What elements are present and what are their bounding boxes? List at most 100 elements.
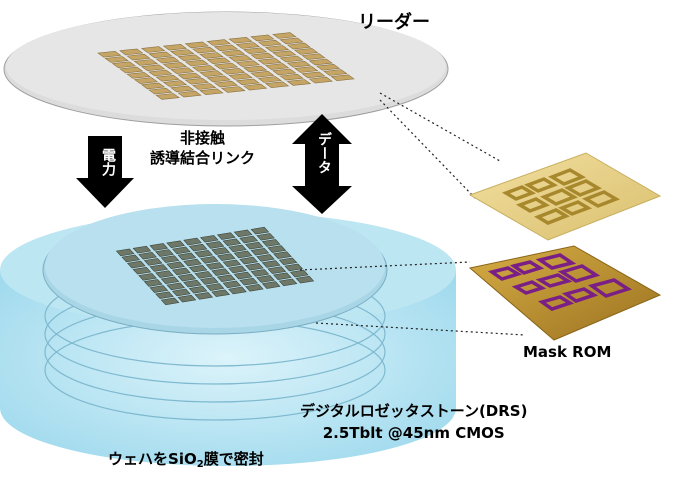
reader-chip — [213, 80, 239, 88]
wafer-chip — [155, 291, 174, 299]
wafer-chip — [155, 270, 174, 278]
wafer-chip — [160, 276, 180, 285]
wafer-chip — [211, 289, 231, 297]
wafer-chip — [194, 249, 214, 258]
reader-chip — [308, 58, 333, 66]
wafer-chip — [188, 243, 208, 252]
wafer-chip — [200, 256, 219, 264]
wafer-chip — [188, 285, 208, 294]
wafer-chip — [211, 247, 230, 255]
wafer-chip — [121, 254, 141, 263]
wafer-chip — [138, 273, 157, 281]
wafer-chip — [171, 246, 191, 255]
wafer-chip — [155, 249, 174, 257]
reader-chip — [213, 62, 239, 70]
reader-label: リーダー — [358, 12, 430, 33]
wafer-chip — [216, 274, 236, 283]
wafer-chip — [166, 240, 185, 249]
coil-chip-zoom — [468, 152, 662, 241]
wafer-chip — [143, 279, 163, 287]
wafer-chip — [256, 275, 275, 283]
wafer-chip — [160, 255, 180, 263]
reader-chip — [206, 75, 231, 83]
wafer-chip — [222, 280, 242, 289]
reader-chip — [301, 53, 326, 60]
reader-chip — [199, 70, 224, 77]
wafer-chip — [289, 269, 309, 278]
reader-chip — [155, 74, 180, 82]
reader-chip — [140, 64, 166, 72]
wafer-chip — [171, 267, 191, 276]
reader-chip — [279, 55, 304, 63]
reader-chip — [133, 59, 159, 66]
wafer-chip — [166, 261, 185, 270]
wafer-chip — [245, 241, 264, 250]
reader-chip — [235, 78, 261, 86]
reader-chip — [264, 63, 290, 70]
wafer-chip — [194, 271, 214, 279]
reader-chip — [170, 49, 195, 56]
drs-label-line2: 2.5Tblt @45nm CMOS — [322, 424, 505, 442]
reader-chip — [177, 90, 202, 98]
wafer-chip — [183, 279, 202, 288]
reader-chip-grid — [97, 32, 355, 100]
reader-chip — [206, 57, 231, 65]
wafer-chip — [222, 259, 242, 268]
reader-chip — [97, 50, 122, 58]
reader-chip — [170, 67, 195, 74]
reader-chip — [250, 34, 275, 42]
wafer-chip — [143, 258, 163, 266]
reader-chip — [272, 68, 297, 76]
wafer-chip — [199, 235, 219, 243]
seal-si: SiO — [168, 450, 197, 468]
wafer-chip — [239, 277, 259, 286]
reader-chip — [140, 82, 166, 90]
wafer-chip — [149, 264, 169, 272]
reader-chip — [148, 69, 173, 77]
wafer-chip — [205, 283, 225, 291]
wafer-chip — [233, 250, 253, 259]
power-arrow — [76, 136, 134, 208]
data-arrow — [292, 114, 352, 214]
reader-chip — [279, 37, 304, 45]
reader-chip — [148, 51, 173, 59]
reader-chip — [213, 44, 239, 52]
wafer-chip — [166, 282, 185, 291]
wafer-chip — [222, 238, 242, 247]
wafer-chip — [250, 247, 270, 256]
reader-chip — [308, 76, 333, 84]
reader-chip — [286, 42, 312, 50]
wafer-chip — [245, 262, 264, 271]
wafer-chip — [132, 266, 152, 275]
reader-chip — [191, 65, 217, 72]
wafer-chip — [284, 263, 304, 272]
reader-chip — [257, 39, 282, 47]
mask-rom-label: Mask ROM — [523, 343, 612, 361]
wafer-chip — [233, 271, 253, 280]
wafer-chip — [149, 243, 169, 251]
wafer-chip — [245, 283, 264, 292]
wafer-chip — [273, 272, 292, 281]
reader-chip — [221, 49, 246, 57]
reader-chip — [235, 60, 261, 67]
reader-chip — [184, 59, 210, 67]
reader-chip — [228, 55, 253, 62]
drs-label: デジタルロゼッタストーン(DRS) 2.5Tblt @45nm CMOS — [300, 400, 527, 444]
reader-chip — [301, 71, 326, 79]
reader-chip — [272, 50, 297, 58]
reader-chip — [177, 54, 202, 62]
reader-chip — [199, 52, 224, 59]
reader-chip — [293, 48, 319, 55]
reader-chip — [119, 48, 144, 56]
reader-chip — [250, 52, 275, 60]
link-label-line2: 誘導結合リンク — [150, 149, 256, 167]
reader-chip — [242, 65, 268, 73]
reader-chip — [272, 32, 297, 39]
wafer-stack — [0, 204, 456, 466]
wafer-chip — [171, 288, 191, 297]
wafer-chip — [261, 260, 281, 268]
reader-chip — [162, 62, 188, 69]
callout-lines — [299, 92, 526, 336]
reader-chip — [221, 67, 246, 75]
wafer-chip — [205, 241, 225, 249]
